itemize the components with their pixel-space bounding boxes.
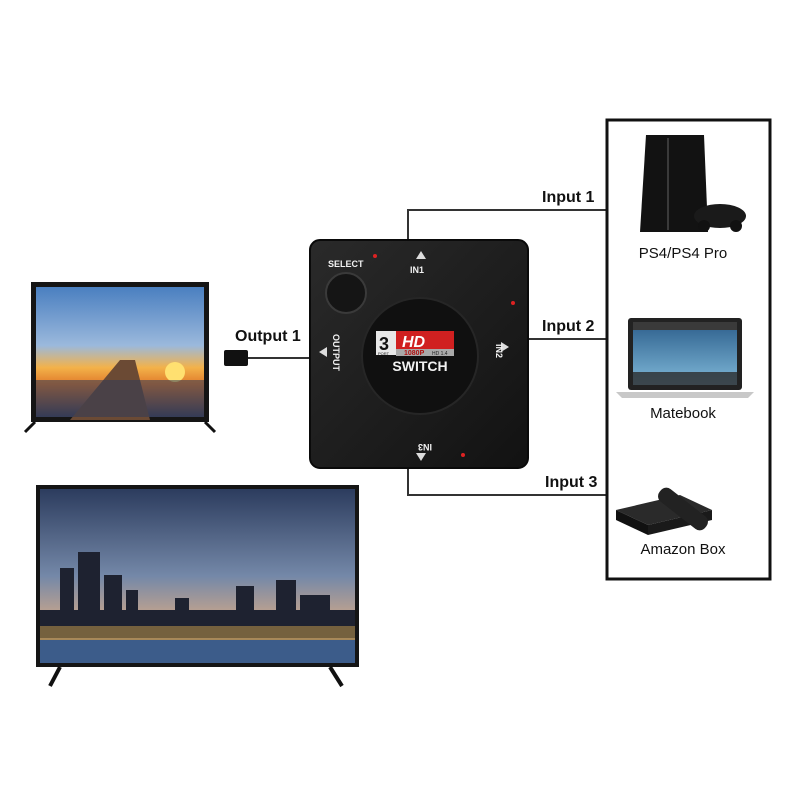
hdmi-plug-icon xyxy=(224,350,248,366)
sun-icon xyxy=(165,362,185,382)
in1-arrow-icon xyxy=(416,251,426,259)
small-tv xyxy=(23,282,217,434)
hdmi-switch xyxy=(309,239,529,469)
output-label: OUTPUT xyxy=(331,334,341,372)
ps4-label: PS4/PS4 Pro xyxy=(639,245,727,262)
input3-line xyxy=(407,462,607,496)
amazon-box-icon xyxy=(616,487,712,535)
in3-label: IN3 xyxy=(418,442,432,452)
large-tv xyxy=(36,485,359,688)
led-icon xyxy=(373,254,377,258)
remote-icon xyxy=(658,487,708,531)
led-icon xyxy=(461,453,465,457)
logo-version: HD 1.4 xyxy=(432,351,448,357)
in2-label: IN2 xyxy=(494,344,504,358)
input2-label: Input 2 xyxy=(542,318,595,335)
matebook-label: Matebook xyxy=(650,405,716,422)
led-icon xyxy=(511,301,515,305)
in1-label: IN1 xyxy=(410,265,424,275)
city-skyline xyxy=(40,552,355,638)
input3-label: Input 3 xyxy=(545,474,598,491)
amazon-box-label: Amazon Box xyxy=(640,541,726,558)
output-arrow-icon xyxy=(319,347,327,357)
in3-arrow-icon xyxy=(416,453,426,461)
output1-label: Output 1 xyxy=(235,328,301,345)
select-button xyxy=(325,272,367,314)
in2-arrow-icon xyxy=(501,342,509,352)
ps4-console-icon xyxy=(640,135,746,232)
logo-resolution: 1080P xyxy=(404,350,425,357)
logo-hd: HD xyxy=(402,334,426,351)
connection-lines xyxy=(245,209,607,496)
logo-switch: SWITCH xyxy=(392,358,447,374)
logo-port-word: PORT xyxy=(378,351,390,356)
logo-port-count: 3 xyxy=(379,334,389,354)
select-label: SELECT xyxy=(328,259,364,269)
input1-label: Input 1 xyxy=(542,189,595,206)
input1-line xyxy=(407,209,607,240)
laptop-icon xyxy=(616,318,754,398)
